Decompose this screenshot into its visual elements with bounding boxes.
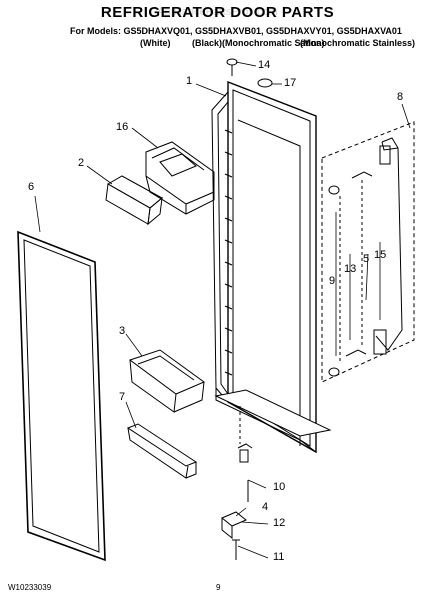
handle-hardware xyxy=(328,171,373,377)
callout-12: 12 xyxy=(273,517,286,529)
callout-1: 1 xyxy=(186,75,193,87)
liner-rib-marks xyxy=(224,129,233,376)
watermark: AppliancePartsPros.com xyxy=(157,6,278,18)
callout-9: 9 xyxy=(329,275,336,287)
callout-3: 3 xyxy=(119,325,126,337)
callout-13: 13 xyxy=(344,263,357,275)
handle-part xyxy=(373,137,403,355)
leader-lines xyxy=(34,61,411,559)
page-title: REFRIGERATOR DOOR PARTS xyxy=(100,4,335,21)
hinge-hardware xyxy=(221,406,253,560)
variant-black: (Black)(Monochromatic Satina) xyxy=(192,38,325,48)
lower-shelf-rail xyxy=(126,423,198,479)
callout-10: 10 xyxy=(273,481,286,493)
handle-assembly-box xyxy=(321,121,415,383)
callout-16: 16 xyxy=(116,121,129,133)
callout-5: 5 xyxy=(363,253,370,265)
callout-2: 2 xyxy=(78,157,85,169)
callout-7: 7 xyxy=(119,391,126,403)
variant-stainless: (Monochromatic Stainless) xyxy=(300,38,416,48)
door-gasket-part xyxy=(17,230,106,562)
callout-17: 17 xyxy=(284,77,297,89)
variant-white: (White) xyxy=(140,38,171,48)
door-liner-part xyxy=(211,80,332,454)
document-number: W10233039 xyxy=(8,583,52,592)
callout-15: 15 xyxy=(374,249,387,261)
models-line: For Models: GS5DHAXVQ01, GS5DHAXVB01, GS… xyxy=(70,26,402,36)
callout-6: 6 xyxy=(28,181,35,193)
bin-cover-part xyxy=(105,175,163,226)
lower-door-bin xyxy=(128,349,206,413)
callout-8: 8 xyxy=(397,91,404,103)
callout-14: 14 xyxy=(258,59,271,71)
upper-door-bin xyxy=(145,141,215,215)
callout-11: 11 xyxy=(273,551,285,563)
callout-4: 4 xyxy=(262,501,269,513)
page-number: 9 xyxy=(216,583,221,592)
